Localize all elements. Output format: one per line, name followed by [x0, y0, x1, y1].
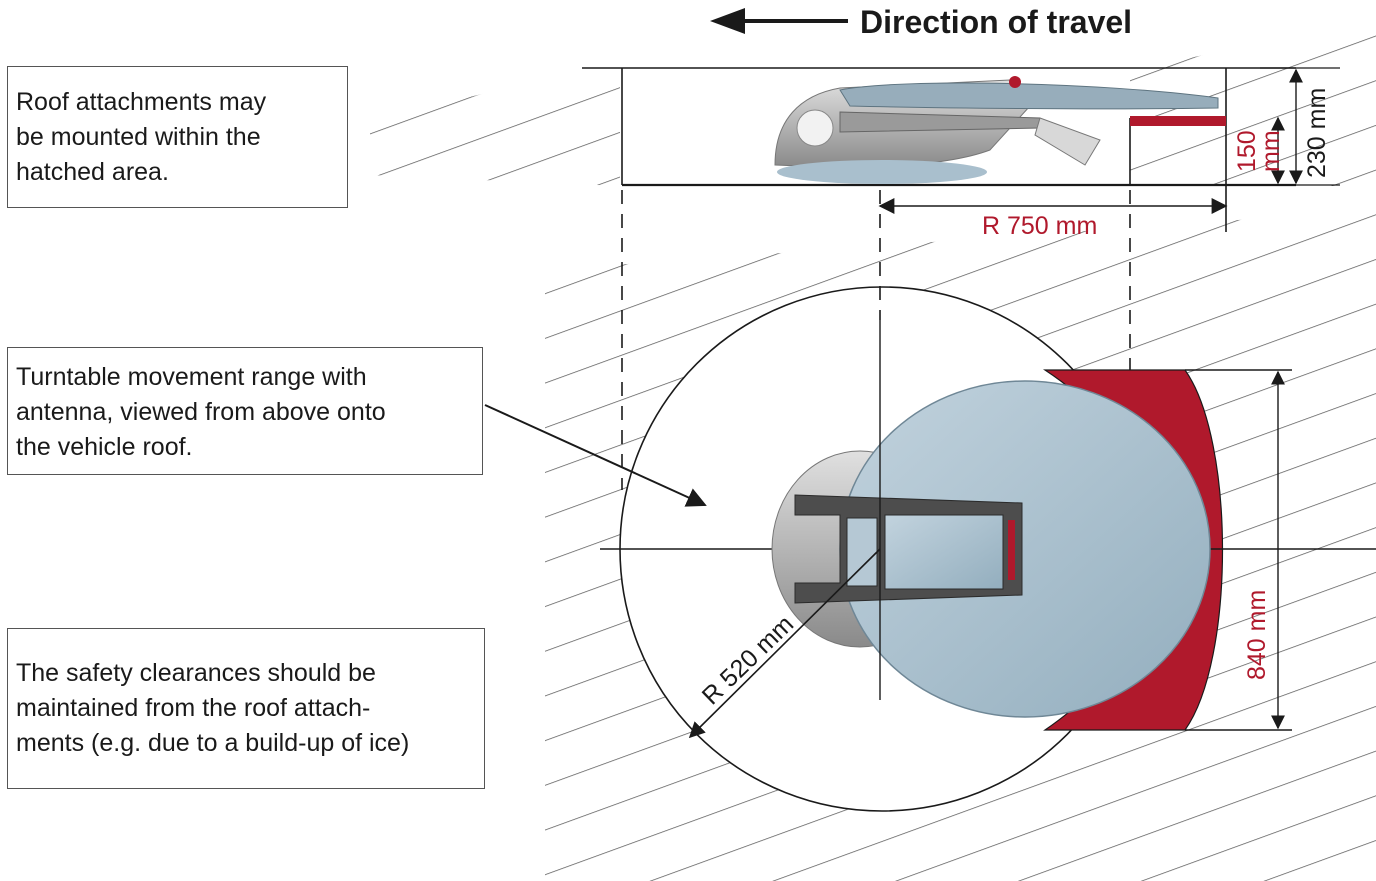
- note-roof-attachments: Roof attachments may be mounted within t…: [7, 66, 348, 208]
- dimension-840-label: 840 mm: [1243, 590, 1271, 680]
- projection-lines: [621, 190, 1131, 490]
- note-safety-clearances: The safety clearances should be maintain…: [7, 628, 485, 789]
- dimension-r750-label: R 750 mm: [982, 212, 1097, 240]
- dimension-r750: R 750 mm: [878, 198, 1228, 240]
- turntable-pointer: [484, 404, 707, 507]
- dimension-150-label-line2: mm: [1257, 130, 1285, 172]
- dimension-heights: 150 mm 230 mm: [1233, 67, 1340, 186]
- hatched-area-side: [370, 20, 1376, 186]
- dimension-150-label: 150 mm: [1233, 123, 1285, 172]
- dimension-230-label: 230 mm: [1303, 88, 1331, 178]
- note-turntable-range: Turntable movement range with antenna, v…: [7, 347, 483, 475]
- clearance-zone-side-red: [1130, 116, 1226, 126]
- direction-label: Direction of travel: [860, 4, 1132, 40]
- direction-of-travel: Direction of travel: [710, 4, 1132, 40]
- dimension-150-label-line1: 150: [1233, 130, 1261, 172]
- dimension-840: 840 mm: [1185, 369, 1292, 731]
- antenna-side-view: [774, 76, 1219, 184]
